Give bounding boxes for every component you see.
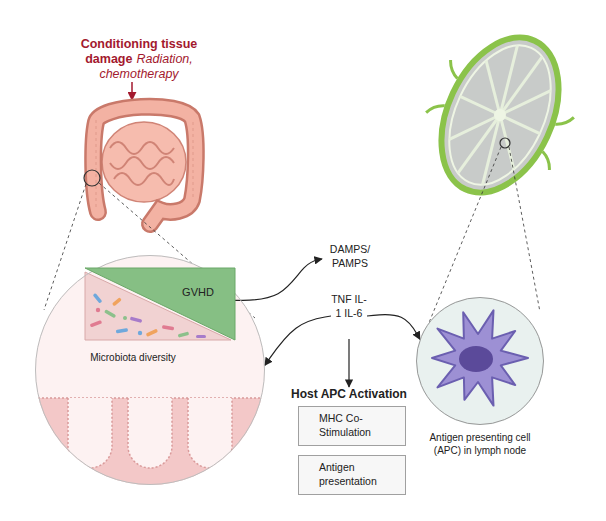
gut-zoom-fill: [35, 255, 265, 485]
apc-zoom-circle: Antigen presenting cell (APC) in lymph n…: [416, 297, 544, 425]
node-text: TNF IL-1 IL-6: [331, 293, 367, 320]
zoom-line: [509, 147, 540, 312]
zoom-circle: [84, 170, 100, 186]
apc-cell-illustration: [432, 310, 528, 405]
damage-arrow: [131, 82, 133, 100]
gut-zoom-circle: Microbiota diversity GVHD: [35, 255, 265, 485]
apc-zoom-circle-outline: [416, 297, 544, 425]
zoom-circle: [500, 138, 510, 148]
lymph-node-illustration: [404, 12, 597, 218]
connector-arrow: [235, 259, 322, 300]
damps-node: DAMPS/ PAMPS: [322, 243, 378, 275]
damage-heading: Conditioning tissue damageRadiation, che…: [70, 37, 208, 82]
intestine-illustration: [93, 107, 196, 224]
connector-arrow: [265, 316, 331, 365]
connector-arrow: [367, 315, 420, 340]
cytokine-node: TNF IL-1 IL-6: [331, 293, 367, 339]
gvhd-wedge-fill: [85, 268, 235, 340]
gvhd-wedge-outline: [85, 268, 235, 340]
node-text: Microbiota diversity: [78, 351, 188, 364]
gut-zoom-circle-border: [36, 256, 265, 485]
node-text: DAMPS/ PAMPS: [322, 243, 378, 270]
connector-arrow: [348, 339, 349, 387]
node-text: Antigen presentation: [319, 461, 399, 488]
node-text: MHC Co- Stimulation: [319, 412, 399, 439]
gvhd-wedge: GVHD: [85, 268, 235, 340]
node-text: Antigen presenting cell (APC) in lymph n…: [420, 431, 540, 457]
activation-heading: Host APC Activation: [279, 387, 419, 403]
apc-zoom-fill: [416, 297, 544, 425]
node-text: GVHD: [163, 285, 233, 299]
node-text: Host APC Activation: [279, 387, 419, 403]
effect-box: MHC Co- Stimulation: [298, 406, 406, 446]
effect-box: Antigen presentation: [298, 455, 406, 495]
apc-zoom-circle-border: [417, 298, 544, 425]
